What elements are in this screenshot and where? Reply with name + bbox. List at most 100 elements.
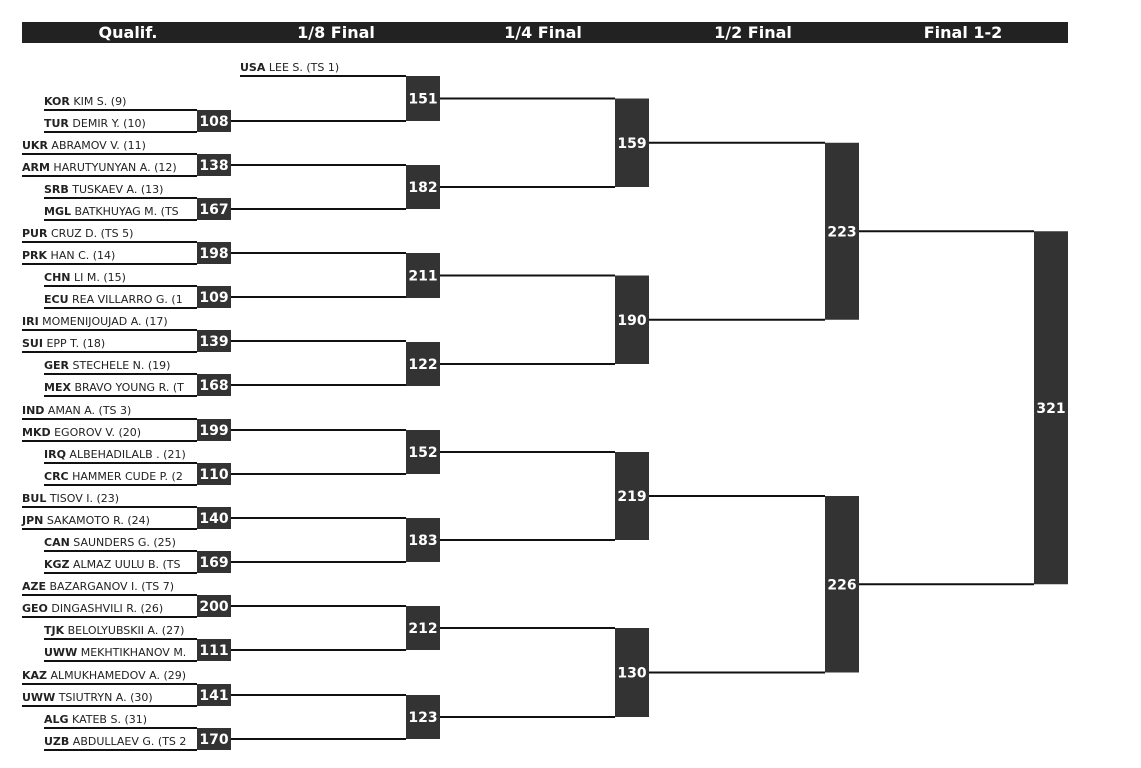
final-bout-321-box <box>1034 231 1068 585</box>
qualif-entry-6-0-name: BAZARGANOV I. (TS 7) <box>46 580 174 593</box>
qualif-bout-168-box <box>197 374 231 396</box>
qualif-bout-111-box <box>197 639 231 661</box>
qualif-bout-167-label: 167 <box>199 202 228 218</box>
column-title-final-1-2: Final 1-2 <box>923 23 1003 42</box>
qualif-entry-3-2: GER STECHELE N. (19) <box>44 359 170 372</box>
qualif-entry-7-1-name: TSIUTRYN A. (30) <box>55 691 153 704</box>
qualif-bout-199-box <box>197 419 231 441</box>
qualif-bout-170-label: 170 <box>199 732 228 748</box>
qualif-entry-4-2-country-code: IRQ <box>44 448 66 461</box>
qualif-entry-7-0-country-code: KAZ <box>22 669 47 682</box>
qualif-entry-2-3-name: REA VILLARRO G. (1 <box>69 293 183 306</box>
qualif-entry-7-3-name: ABDULLAEV G. (TS 2 <box>69 735 186 748</box>
qualif-entry-1-1: ARM HARUTYUNYAN A. (12) <box>22 161 177 174</box>
column-title-1-2-final: 1/2 Final <box>714 23 792 42</box>
qualif-entry-5-1: JPN SAKAMOTO R. (24) <box>21 514 150 527</box>
qualif-entry-7-3-country-code: UZB <box>44 735 69 748</box>
qualif-bout-108-box <box>197 110 231 132</box>
qualif-entry-3-3-country-code: MEX <box>44 381 71 394</box>
quarterfinal-bout-219-box <box>615 452 649 540</box>
round-of-16-bout-123-label: 123 <box>408 710 437 726</box>
qualif-entry-1-1-name: HARUTYUNYAN A. (12) <box>50 161 177 174</box>
qualif-entry-7-1-country-code: UWW <box>22 691 55 704</box>
round-header: Qualif. 1/8 Final 1/4 Final 1/2 Final Fi… <box>22 22 1068 43</box>
qualif-entry-6-0-country-code: AZE <box>22 580 46 593</box>
column-title-qualif: Qualif. <box>98 23 158 42</box>
qualif-entry-1-2: SRB TUSKAEV A. (13) <box>44 183 163 196</box>
round-of-16-bout-152-box <box>406 430 440 474</box>
round-of-16-bout-183-label: 183 <box>408 533 437 549</box>
qualif-entry-6-1-name: DINGASHVILI R. (26) <box>48 602 163 615</box>
qualif-entry-1-2-name: TUSKAEV A. (13) <box>69 183 164 196</box>
qualif-entry-4-2-name: ALBEHADILALB . (21) <box>66 448 186 461</box>
qualif-entry-2-3-country-code: ECU <box>44 293 69 306</box>
qualif-entry-5-2-name: SAUNDERS G. (25) <box>70 536 176 549</box>
qualif-entry-6-2-name: BELOLYUBSKII A. (27) <box>64 624 184 637</box>
qualif-bout-198-box <box>197 242 231 264</box>
qualif-entry-kor-country-code: KOR <box>44 95 70 108</box>
qualif-entry-6-3: UWW MEKHTIKHANOV M. <box>44 646 186 659</box>
round-of-16-bout-151-label: 151 <box>408 92 437 108</box>
qualif-entry-1-3: MGL BATKHUYAG M. (TS <box>44 205 179 218</box>
quarterfinal-bout-130-label: 130 <box>617 666 646 682</box>
qualif-bout-199-label: 199 <box>199 423 228 439</box>
qualif-entry-6-1-country-code: GEO <box>22 602 48 615</box>
qualif-entry-3-0-name: MOMENIJOUJAD A. (17) <box>39 315 168 328</box>
qualif-entry-4-3-country-code: CRC <box>44 470 69 483</box>
round-of-16-bout-211-box <box>406 253 440 298</box>
qualif-entry-3-1-name: EPP T. (18) <box>43 337 105 350</box>
semifinal-bout-226-label: 226 <box>827 577 856 593</box>
quarterfinal-bout-219-label: 219 <box>617 489 646 505</box>
qualif-bout-167-box <box>197 198 231 220</box>
round-of-16-bout-212-box <box>406 606 440 650</box>
qualif-entry-6-3-name: MEKHTIKHANOV M. <box>77 646 186 659</box>
qualif-entry-1-2-country-code: SRB <box>44 183 69 196</box>
qualif-entry-tur: TUR DEMIR Y. (10) <box>44 117 146 130</box>
qualif-entry-3-0: IRI MOMENIJOUJAD A. (17) <box>22 315 168 328</box>
qualif-bout-109-box <box>197 286 231 308</box>
qualif-entry-1-0-country-code: UKR <box>22 139 48 152</box>
qualif-entry-2-0: PUR CRUZ D. (TS 5) <box>22 227 133 240</box>
qualif-entry-kor: KOR KIM S. (9) <box>44 95 126 108</box>
round-of-16-bout-211-label: 211 <box>408 269 437 285</box>
round-of-16-bout-122-box <box>406 342 440 386</box>
qualif-bout-139-box <box>197 330 231 352</box>
quarterfinal-bout-190-box <box>615 275 649 364</box>
qualif-entry-5-1-country-code: JPN <box>21 514 43 527</box>
qualif-entry-tur-country-code: TUR <box>44 117 69 130</box>
qualif-entry-1-3-name: BATKHUYAG M. (TS <box>71 205 179 218</box>
qualif-bout-111-label: 111 <box>199 643 228 659</box>
qualif-bout-169-label: 169 <box>199 555 228 571</box>
round-of-16-bout-152-label: 152 <box>408 445 437 461</box>
semifinal-bout-226-box <box>825 496 859 673</box>
qualif-entry-5-2-country-code: CAN <box>44 536 70 549</box>
qualif-entry-5-3: KGZ ALMAZ UULU B. (TS <box>44 558 181 571</box>
qualif-bout-200-label: 200 <box>199 599 228 615</box>
qualif-bout-140-box <box>197 507 231 529</box>
round-of-16-bout-151-box <box>406 76 440 121</box>
qualif-entry-7-0: KAZ ALMUKHAMEDOV A. (29) <box>22 669 186 682</box>
round-of-16-bout-182-box <box>406 165 440 209</box>
qualif-entry-1-0: UKR ABRAMOV V. (11) <box>22 139 146 152</box>
qualif-entry-4-1-country-code: MKD <box>22 426 51 439</box>
qualif-entry-3-1: SUI EPP T. (18) <box>22 337 105 350</box>
qualif-entry-2-0-name: CRUZ D. (TS 5) <box>47 227 133 240</box>
qualif-bout-110-label: 110 <box>199 467 228 483</box>
qualif-entry-6-2-country-code: TJK <box>44 624 65 637</box>
qualif-entry-2-0-country-code: PUR <box>22 227 48 240</box>
semifinal-bout-223-label: 223 <box>827 224 856 240</box>
top-seed-entry: USA LEE S. (TS 1) <box>240 61 339 74</box>
quarterfinal-bout-130-box <box>615 628 649 717</box>
qualif-entry-2-1-country-code: PRK <box>22 249 48 262</box>
qualif-entry-6-1: GEO DINGASHVILI R. (26) <box>22 602 163 615</box>
qualif-entry-4-0-country-code: IND <box>22 404 44 417</box>
qualif-entry-3-2-country-code: GER <box>44 359 70 372</box>
qualif-entry-3-1-country-code: SUI <box>22 337 43 350</box>
qualif-entry-kor-name: KIM S. (9) <box>70 95 127 108</box>
qualif-entry-4-3-name: HAMMER CUDE P. (2 <box>69 470 183 483</box>
column-title-1-8-final: 1/8 Final <box>297 23 375 42</box>
top-seed-entry-name: LEE S. (TS 1) <box>265 61 339 74</box>
final-bout-321-label: 321 <box>1036 401 1065 417</box>
qualif-bout-141-label: 141 <box>199 688 228 704</box>
quarterfinal-bout-190-label: 190 <box>617 313 646 329</box>
